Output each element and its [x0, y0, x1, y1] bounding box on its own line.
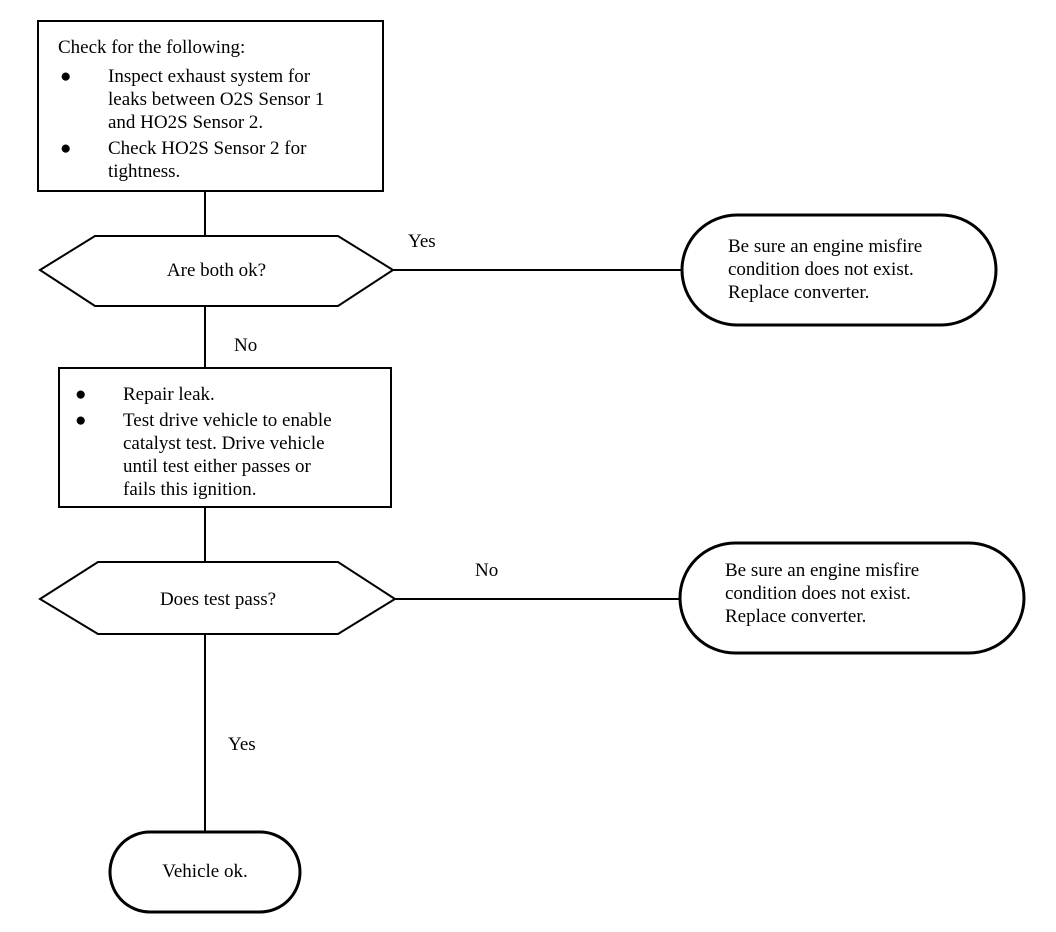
bullet-icon: ●	[60, 66, 72, 87]
check-box-heading: Check for the following:	[58, 37, 246, 58]
check-item-1: ● Inspect exhaust system for leaks betwee…	[58, 65, 372, 134]
repair-item-1-text: Repair leak.	[123, 384, 215, 405]
repair-box-list: ● Repair leak. ● Test drive vehicle to ena…	[73, 383, 382, 501]
check-item-2: ● Check HO2S Sensor 2 for tightness.	[58, 137, 372, 183]
decision2-shape	[38, 561, 397, 635]
check-item-2-text: Check HO2S Sensor 2 for tightness.	[108, 138, 307, 182]
decision1-label: Are both ok?	[166, 260, 267, 281]
decision1-shape	[38, 235, 395, 307]
check-box: Check for the following: ● Inspect exhaus…	[37, 20, 384, 192]
decision2-yes-label: Yes	[228, 734, 256, 755]
result2-text: Be sure an engine misfire condition does…	[725, 560, 920, 627]
decision1-no-label: No	[234, 335, 258, 356]
bullet-icon: ●	[60, 138, 72, 159]
bullet-icon: ●	[75, 384, 87, 405]
result1-shape	[680, 213, 998, 327]
repair-item-2: ● Test drive vehicle to enable catalyst t…	[73, 409, 382, 501]
decision1-yes-label: Yes	[408, 231, 436, 252]
repair-item-2-text: Test drive vehicle to enable catalyst te…	[123, 410, 332, 500]
result1-text: Be sure an engine misfire condition does…	[728, 236, 923, 303]
check-item-1-text: Inspect exhaust system for leaks between…	[108, 66, 325, 133]
terminal-shape	[108, 830, 302, 914]
result2-shape	[678, 541, 1026, 655]
terminal-text: Vehicle ok.	[162, 861, 248, 882]
check-box-list: ● Inspect exhaust system for leaks betwee…	[58, 65, 372, 183]
bullet-icon: ●	[75, 410, 87, 431]
decision2-no-label: No	[475, 560, 499, 581]
repair-box: ● Repair leak. ● Test drive vehicle to ena…	[58, 367, 392, 508]
decision2-label: Does test pass?	[159, 589, 277, 610]
repair-item-1: ● Repair leak.	[73, 383, 382, 406]
